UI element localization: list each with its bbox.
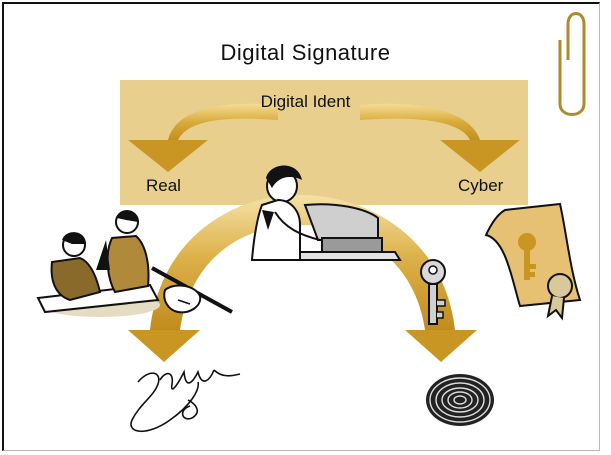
hand-signing-icon — [151, 266, 233, 314]
diagram-frame — [2, 2, 600, 451]
key-icon — [420, 259, 446, 325]
curved-arrow-left-icon — [128, 103, 278, 172]
person-at-computer-illustration — [250, 165, 402, 261]
cyber-label: Cyber — [458, 176, 504, 195]
digital-ident-label: Digital Ident — [260, 92, 351, 111]
diagram-title: Digital Signature — [220, 40, 391, 65]
paperclip-icon — [558, 12, 586, 116]
people-at-desk-illustration — [36, 210, 160, 317]
real-label: Real — [146, 176, 181, 195]
certificate-key-icon — [484, 202, 582, 321]
fingerprint-icon — [426, 374, 494, 426]
signature-icon — [130, 369, 241, 432]
curved-arrow-right-icon — [360, 103, 520, 172]
